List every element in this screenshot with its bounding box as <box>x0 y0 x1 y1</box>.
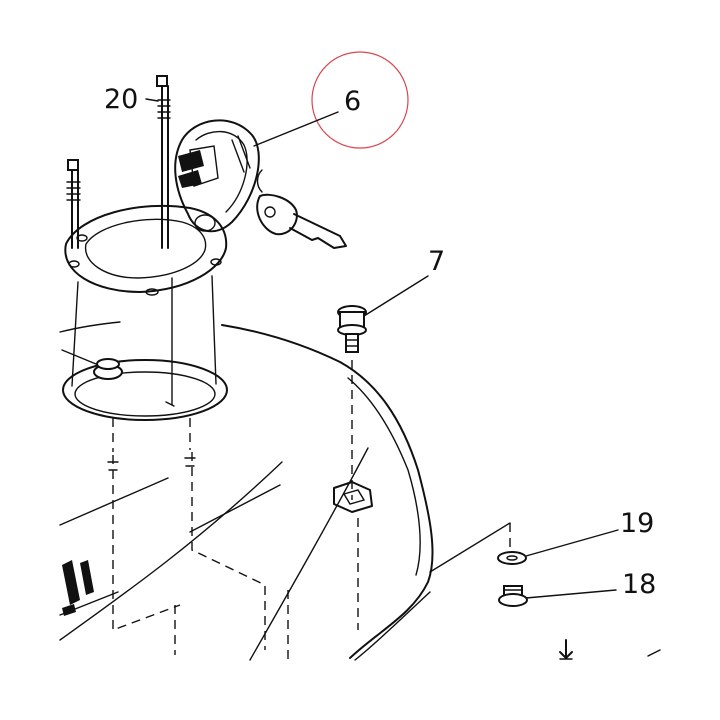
callout-18: 18 <box>622 569 656 600</box>
plug-part-18 <box>498 585 528 607</box>
arrow-fragment <box>559 639 661 660</box>
washer-part-19 <box>497 551 527 565</box>
callout-19: 19 <box>620 508 654 539</box>
bolt-left <box>66 159 81 249</box>
clip-part-7 <box>333 305 373 513</box>
filler-neck <box>61 204 228 421</box>
highlight-circle <box>311 51 409 149</box>
fuel-tank-body <box>59 321 511 661</box>
leader-19 <box>525 529 619 557</box>
callout-6: 6 <box>344 86 361 117</box>
leader-lines <box>145 98 619 599</box>
bolt-part-20 <box>156 75 171 249</box>
leader-6 <box>253 111 339 147</box>
leader-18 <box>525 589 617 599</box>
leader-20 <box>145 98 159 102</box>
key <box>256 169 347 249</box>
callout-7: 7 <box>428 246 445 277</box>
locking-fuel-cap-part-6 <box>174 119 260 233</box>
leader-7 <box>363 275 429 317</box>
mounting-studs <box>107 418 196 471</box>
callout-20: 20 <box>104 84 138 115</box>
